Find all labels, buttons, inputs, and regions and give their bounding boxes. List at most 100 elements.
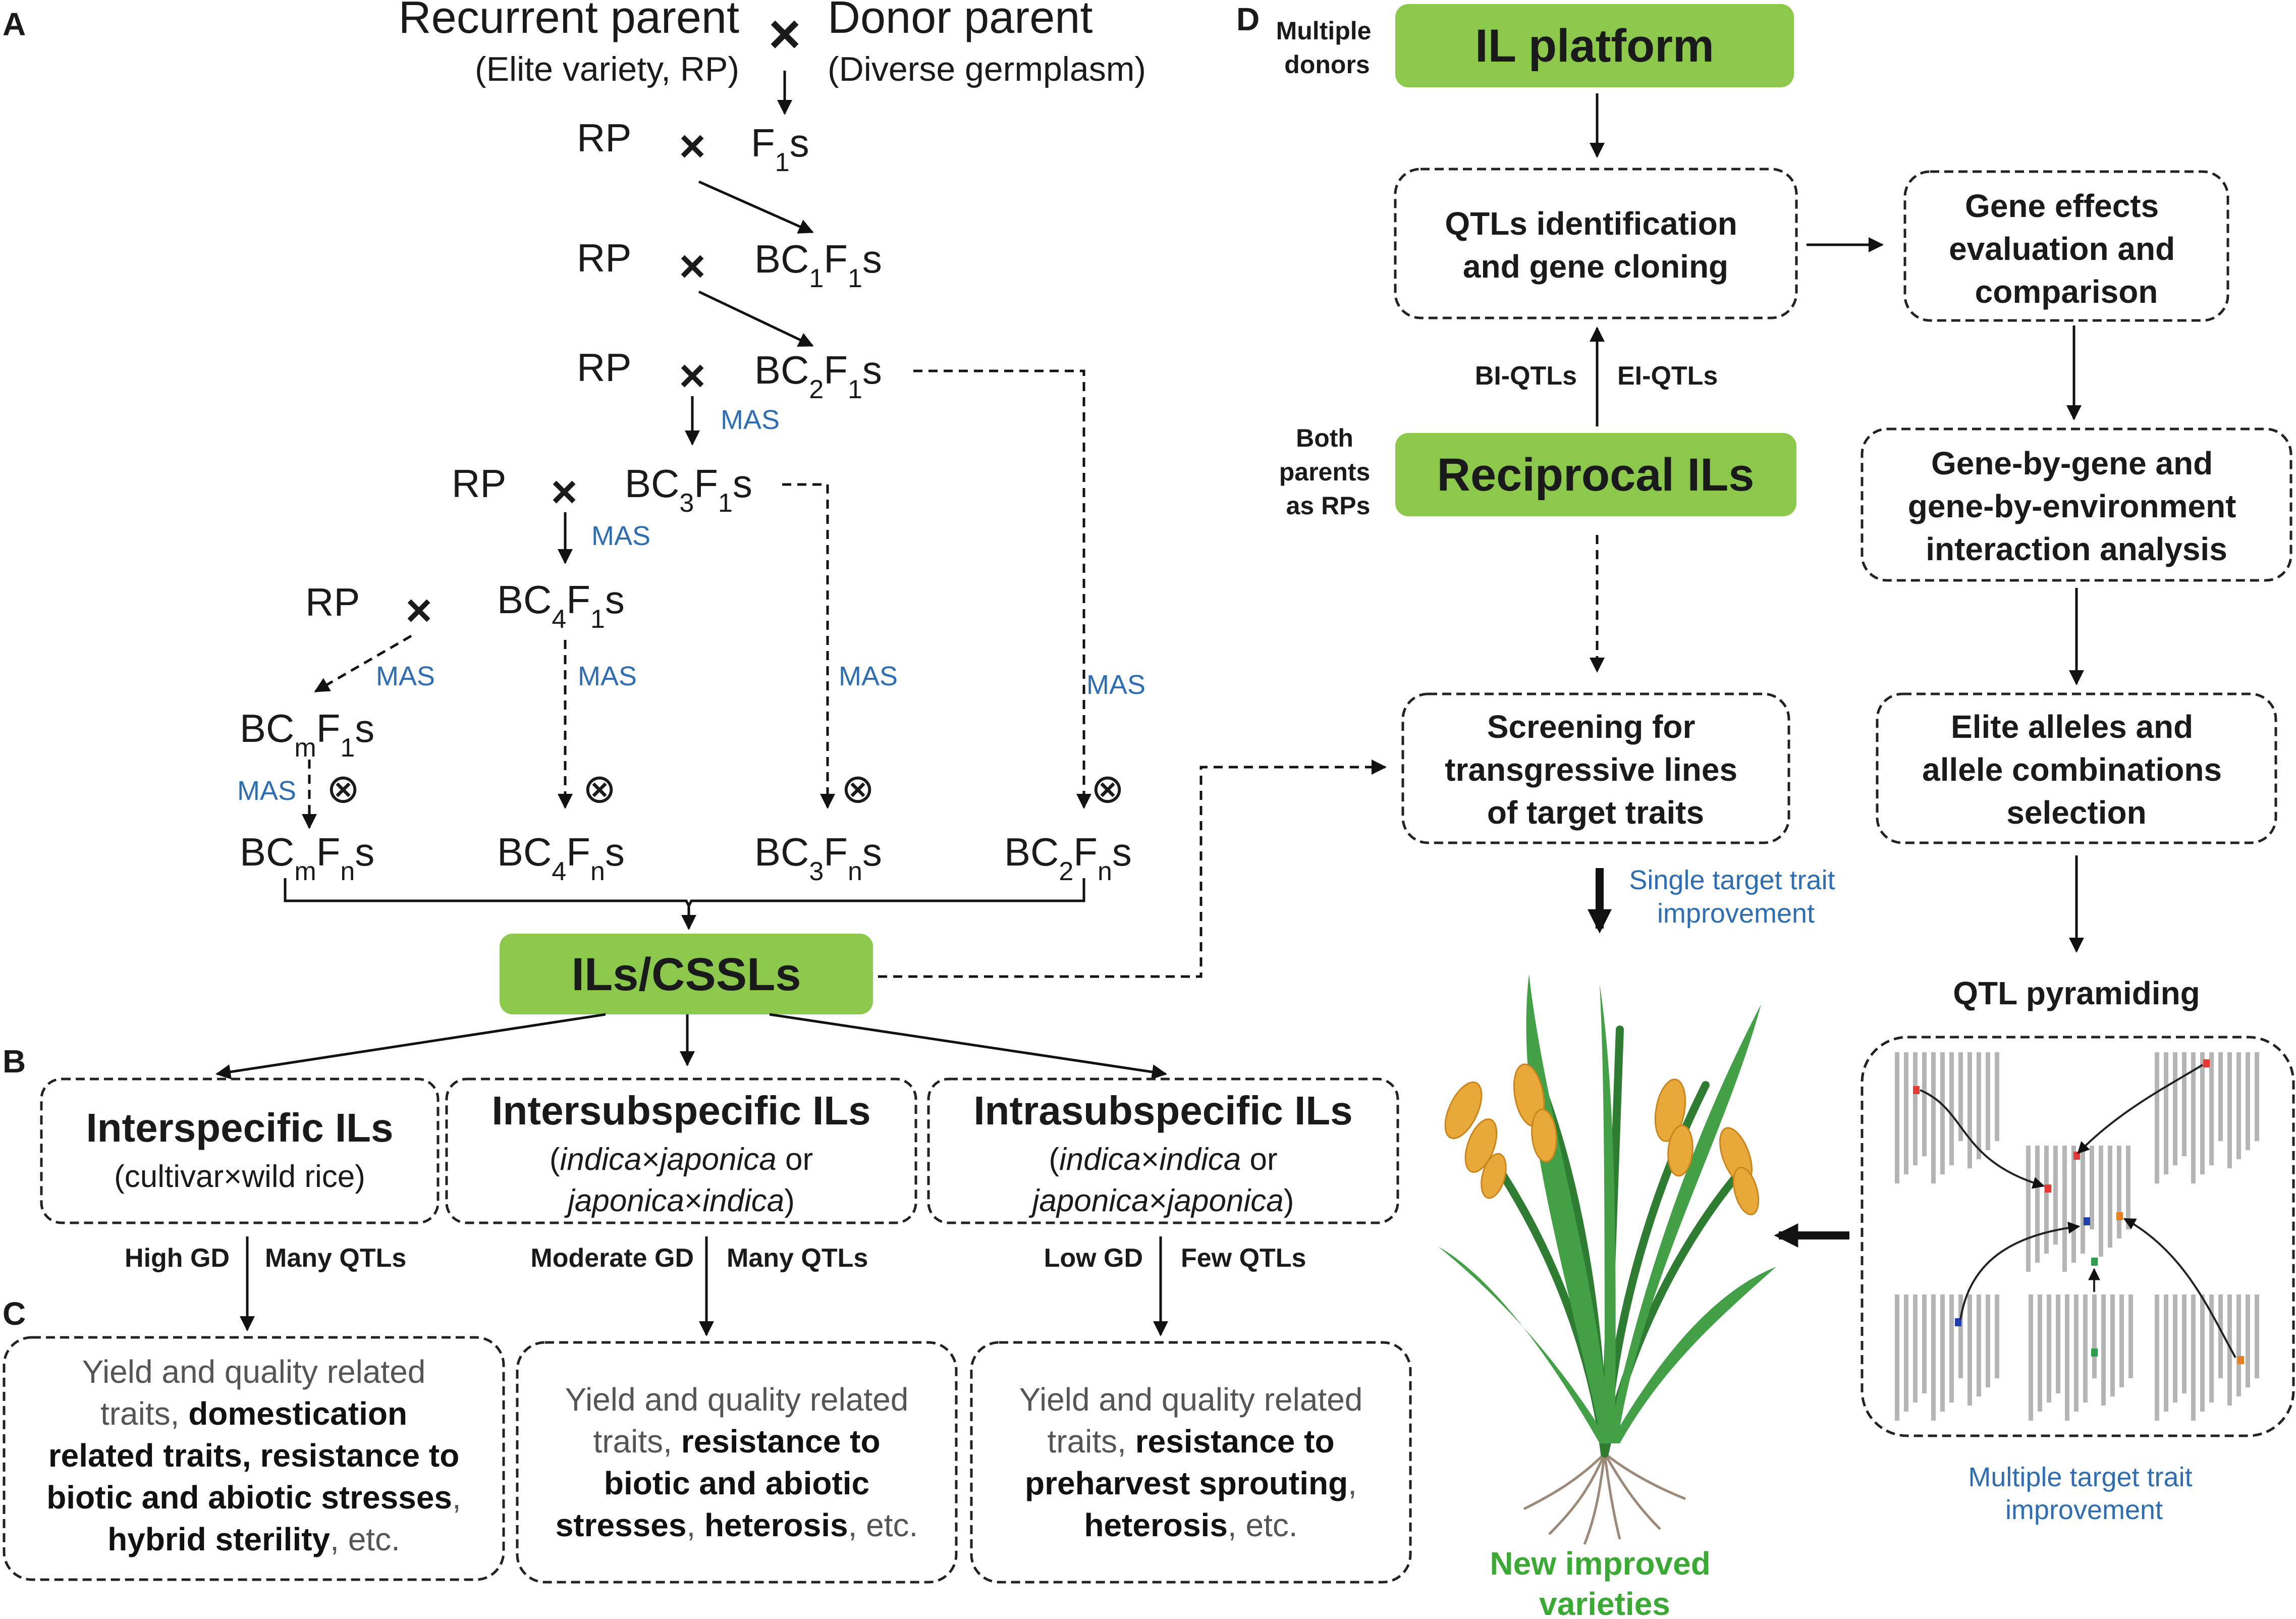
generation-bc3fn: BC3Fns: [754, 830, 882, 886]
generation-bc2f1: BC2F1s: [754, 348, 882, 404]
qtl-marker: [2091, 1258, 2098, 1266]
trait-line: traits, resistance to: [593, 1423, 880, 1460]
new-varieties-label: New improved varieties: [1490, 1545, 1719, 1619]
qtl-identification-box: [1394, 168, 1798, 319]
qtl-marker: [2203, 1059, 2210, 1067]
mas-label: MAS: [839, 661, 898, 691]
generation-bcmf1: BCmF1s: [240, 706, 374, 763]
arrow: [215, 1013, 606, 1080]
recurrent-parent-title: Recurrent parent: [399, 0, 739, 43]
generation-bc4f1: BC4F1s: [497, 577, 625, 634]
multiple-donors-label: Multiple donors: [1276, 17, 1379, 79]
selfing-symbol: ⊗: [841, 766, 874, 811]
generation-f1: F1s: [751, 121, 809, 177]
single-trait-label: Single target trait improvement: [1629, 865, 1842, 929]
qtl-marker: [2237, 1356, 2244, 1364]
qtl-pyramiding-label: QTL pyramiding: [1953, 975, 2200, 1011]
trait-line: biotic and abiotic stresses,: [46, 1479, 461, 1516]
gd-label: High GD: [125, 1244, 230, 1273]
chromosome-cluster: [1895, 1052, 1999, 1183]
selfing-symbol: ⊗: [1090, 766, 1124, 811]
selfing-symbol: ⊗: [326, 766, 360, 811]
chromosome-illustration: [1895, 1052, 2259, 1421]
mas-label: MAS: [1086, 670, 1145, 700]
elite-alleles-label: Elite alleles and allele combinations se…: [1922, 709, 2231, 831]
rice-plant-icon: [1438, 974, 1776, 1545]
cross-symbol: ×: [406, 585, 432, 636]
screening-box: [1401, 692, 1790, 844]
mas-label: MAS: [721, 405, 780, 435]
intersubspecific-box: [445, 1077, 917, 1224]
trait-line: biotic and abiotic: [604, 1465, 869, 1501]
trait-line: Yield and quality related: [82, 1354, 426, 1390]
rp-label: RP: [577, 116, 631, 160]
gene-effects-box: [1903, 170, 2229, 322]
traits-box-interspecific: [3, 1336, 505, 1581]
panel-label-a: A: [3, 6, 26, 42]
chromosome-cluster: [1895, 1294, 1999, 1421]
cross-symbol: ×: [679, 351, 706, 401]
mas-label: MAS: [237, 776, 296, 806]
ils-cssls-label: ILs/CSSLs: [571, 949, 801, 1000]
generation-bc3f1: BC3F1s: [625, 461, 752, 518]
screening-label: Screening for transgressive lines of tar…: [1445, 709, 1746, 831]
intrasubspecific-title: Intrasubspecific ILs: [973, 1088, 1352, 1133]
qtl-marker: [2045, 1184, 2051, 1193]
chromosome-cluster: [2029, 1294, 2133, 1421]
brace: [284, 878, 1085, 909]
trait-line: related traits, resistance to: [48, 1437, 460, 1474]
pyramiding-arrow: [1959, 1221, 2081, 1320]
mas-label: MAS: [376, 661, 435, 691]
dashed-arrow: [913, 369, 1091, 809]
generation-bc4fn: BC4Fns: [497, 830, 625, 886]
trait-line: traits, domestication: [100, 1395, 407, 1432]
pyramiding-arrow: [2077, 1064, 2204, 1154]
qtl-marker: [2084, 1217, 2090, 1225]
ils-cssls-box: [500, 934, 873, 1014]
cross-symbol: ×: [551, 467, 578, 517]
chromosome-cluster: [2155, 1052, 2259, 1183]
donor-parent-title: Donor parent: [828, 0, 1092, 43]
dashed-arrow: [878, 760, 1387, 978]
interspecific-box: [40, 1077, 440, 1224]
intrasubspecific-subtitle-1: (indica×indica or: [1049, 1142, 1277, 1177]
gd-label: Low GD: [1044, 1244, 1143, 1273]
intersubspecific-subtitle-1: (indica×japonica or: [550, 1142, 813, 1177]
bi-qtls-label: BI-QTLs: [1475, 361, 1577, 391]
both-parents-label: Both parents as RPs: [1279, 424, 1378, 520]
panel-label-b: B: [3, 1043, 26, 1080]
selfing-symbol: ⊗: [582, 766, 616, 811]
traits-box-intersubspecific: [516, 1341, 958, 1584]
elite-alleles-box: [1876, 692, 2277, 844]
multiple-trait-label: Multiple target trait improvement: [1968, 1462, 2200, 1525]
trait-line: hybrid sterility, etc.: [107, 1521, 400, 1557]
panel-label-d: D: [1236, 1, 1260, 37]
donor-parent-subtitle: (Diverse germplasm): [828, 50, 1146, 88]
trait-line: stresses, heterosis, etc.: [556, 1507, 918, 1543]
qtl-marker: [1913, 1086, 1920, 1094]
chromosome-cluster: [2155, 1294, 2259, 1421]
trait-line: heterosis, etc.: [1084, 1507, 1297, 1543]
qtl-count-label: Few QTLs: [1181, 1244, 1306, 1273]
cross-symbol: ×: [769, 3, 801, 65]
qtl-identification-label: QTLs identification and gene cloning: [1445, 205, 1746, 285]
ei-qtls-label: EI-QTLs: [1617, 361, 1718, 391]
intrasubspecific-subtitle-2: japonica×japonica): [1029, 1183, 1294, 1218]
trait-line: Yield and quality related: [1019, 1381, 1363, 1418]
dashed-arrow: [782, 483, 835, 809]
il-platform-box: [1395, 4, 1794, 87]
gd-label: Moderate GD: [530, 1244, 694, 1273]
traits-text: Yield and quality related traits, domesti…: [46, 1354, 1362, 1557]
gene-effects-label: Gene effects evaluation and comparison: [1949, 188, 2184, 310]
mas-label: MAS: [591, 521, 650, 551]
generation-bc2fn: BC2Fns: [1004, 830, 1132, 886]
trait-line: Yield and quality related: [565, 1381, 909, 1418]
qtl-count-label: Many QTLs: [727, 1244, 868, 1273]
cross-symbol: ×: [679, 121, 706, 172]
rp-label: RP: [577, 345, 631, 390]
cross-symbol: ×: [679, 241, 706, 292]
pyramiding-arrow: [2123, 1218, 2236, 1358]
intersubspecific-subtitle-2: japonica×indica): [564, 1183, 795, 1218]
generation-bc1f1: BC1F1s: [754, 237, 882, 293]
